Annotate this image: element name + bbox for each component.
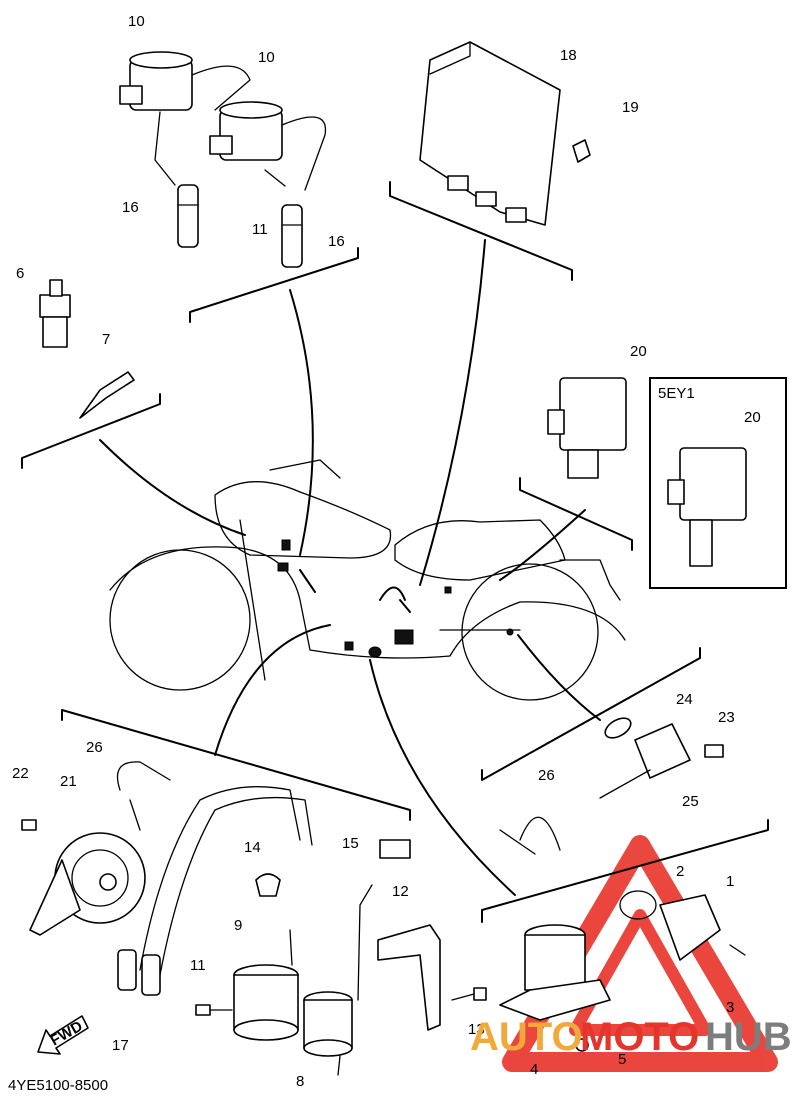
callout-14: 14 xyxy=(244,839,261,856)
callout-26: 26 xyxy=(538,767,555,784)
relay-unit xyxy=(547,377,627,479)
callout-4: 4 xyxy=(530,1061,538,1078)
watermark-hub: HUB xyxy=(705,1015,792,1059)
callout-23: 23 xyxy=(718,709,735,726)
fwd-label: FWD xyxy=(48,1018,86,1050)
fwd-arrow-icon xyxy=(37,1015,89,1055)
ignition-coil-9 xyxy=(233,929,299,1041)
callout-11: 11 xyxy=(190,957,206,974)
callout-24: 24 xyxy=(676,691,693,708)
relay-unit-inset xyxy=(667,447,747,567)
callout-25: 25 xyxy=(682,793,699,810)
starter-relay xyxy=(499,924,611,1052)
callout-18: 18 xyxy=(560,47,577,64)
callout-6: 6 xyxy=(16,265,24,282)
watermark-moto: MOTO xyxy=(580,1015,699,1059)
callout-1: 1 xyxy=(726,873,734,890)
callout-7: 7 xyxy=(102,331,110,348)
callout-20: 20 xyxy=(630,343,647,360)
bolt-13 xyxy=(451,987,487,1001)
callout-16: 16 xyxy=(328,233,345,250)
watermark-text: AUTO MOTO HUB xyxy=(470,1015,792,1059)
watermark-auto: AUTO xyxy=(470,1015,583,1059)
callout-19: 19 xyxy=(622,99,639,116)
bolt-11 xyxy=(195,1004,233,1016)
callout-10: 10 xyxy=(128,13,145,30)
o-ring-2 xyxy=(619,890,657,920)
ignition-coil-lower xyxy=(209,101,327,191)
callout-8: 8 xyxy=(296,1073,304,1090)
callout-10: 10 xyxy=(258,49,275,66)
part-number: 4YE5100-8500 xyxy=(8,1077,108,1094)
callout-26: 26 xyxy=(86,739,103,756)
callout-9: 9 xyxy=(234,917,242,934)
callout-15: 15 xyxy=(342,835,359,852)
ecu-unit xyxy=(419,41,591,226)
motorcycle-outline xyxy=(109,459,626,701)
callout-11: 11 xyxy=(252,221,268,238)
cover-1 xyxy=(659,894,746,961)
callout-22: 22 xyxy=(12,765,29,782)
clip-14 xyxy=(255,873,281,897)
callout-3: 3 xyxy=(726,999,734,1016)
group-brackets xyxy=(21,181,769,923)
ignition-coil-8 xyxy=(303,991,353,1076)
plug-cords xyxy=(117,786,313,996)
temperature-sensor xyxy=(79,371,135,419)
callout-2: 2 xyxy=(676,863,684,880)
horn xyxy=(21,761,171,936)
bracket xyxy=(357,839,441,1031)
callout-13: 13 xyxy=(468,1021,485,1038)
inset-box xyxy=(649,377,787,589)
thermo-switch xyxy=(39,279,71,348)
callout-12: 12 xyxy=(392,883,409,900)
plug-cap-left xyxy=(177,184,199,248)
callout-21: 21 xyxy=(60,773,77,790)
callout-16: 16 xyxy=(122,199,139,216)
callout-17: 17 xyxy=(112,1037,129,1054)
ignition-coil-upper xyxy=(119,51,251,186)
callout-5: 5 xyxy=(618,1051,626,1068)
inset-label: 5EY1 xyxy=(658,385,695,402)
callout-20: 20 xyxy=(744,409,761,426)
plug-cap-right xyxy=(281,204,303,268)
neutral-switch xyxy=(599,717,724,799)
